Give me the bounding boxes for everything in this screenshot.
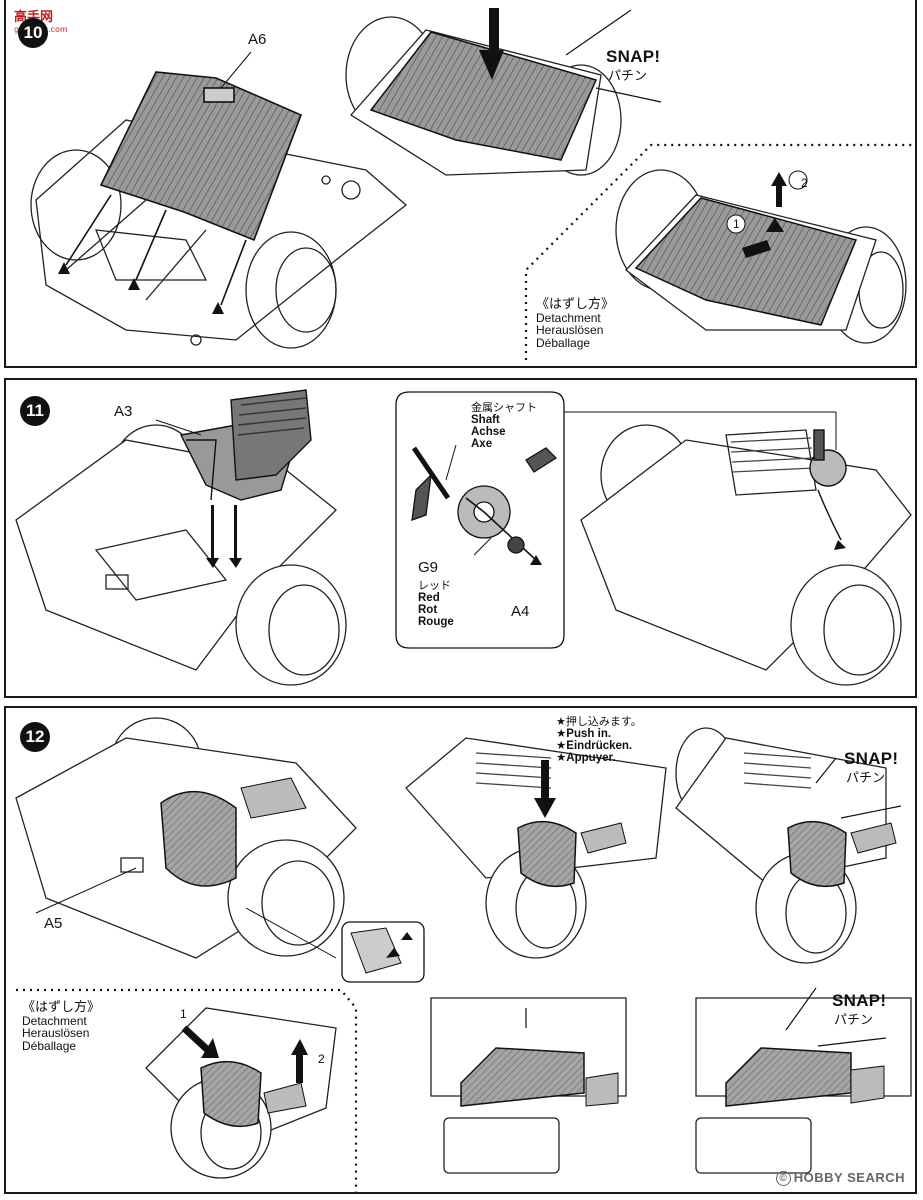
step-number: 10 (18, 18, 48, 48)
detach-jp: 《はずし方》 (536, 297, 615, 312)
snap-label-jp: パチン (608, 69, 648, 84)
push-in-note: ★押し込みます。 ★Push in. ★Eindrücken. ★Appuyer… (556, 716, 642, 764)
part-label-a3: A3 (114, 403, 133, 420)
detach-jp: 《はずし方》 (22, 1000, 101, 1015)
push-de: ★Eindrücken. (556, 739, 633, 752)
detach-step-1-label: 1 (733, 217, 740, 231)
push-en: ★Push in. (556, 727, 612, 740)
gear-color-de: Rot (418, 603, 438, 616)
part-label-a4: A4 (511, 603, 530, 620)
copyright-icon: © (775, 1171, 791, 1186)
detach-en: Detachment (536, 310, 601, 325)
detach-fr: Déballage (536, 335, 591, 350)
step-11-panel: 11 A3 金属シャフト Shaft Achse Axe G9 レッド Red … (4, 378, 917, 698)
step-12-illustration (15, 717, 912, 1192)
gear-color-jp: レッド (418, 579, 451, 592)
shaft-en: Shaft (471, 413, 500, 426)
step-12-panel: 12 A5 ★押し込みます。 ★Push in. ★Eindrücken. ★A… (4, 706, 917, 1194)
step-number: 12 (20, 722, 50, 752)
detach-step-2-label: 2 (318, 1052, 325, 1066)
detach-step-1-label: 1 (180, 1007, 187, 1021)
shaft-label: 金属シャフト Shaft Achse Axe (471, 402, 537, 450)
detach-en: Detachment (22, 1013, 87, 1028)
gear-color-label: レッド Red Rot Rouge (418, 580, 454, 628)
snap-label-bottom-jp: パチン (834, 1013, 874, 1028)
watermark-text: HOBBY SEARCH (793, 1170, 905, 1185)
snap-label: SNAP! (606, 47, 661, 66)
push-jp: ★押し込みます。 (556, 715, 642, 728)
step-11-illustration (15, 389, 912, 686)
detach-step-2-label: 2 (801, 176, 808, 190)
detach-de: Herauslösen (536, 323, 604, 338)
snap-label-top: SNAP! (844, 749, 899, 768)
gear-color-fr: Rouge (418, 615, 454, 628)
shaft-fr: Axe (471, 437, 493, 450)
part-label-a6: A6 (248, 31, 267, 48)
snap-label-bottom: SNAP! (832, 991, 887, 1010)
step-number: 11 (20, 396, 50, 426)
shaft-jp: 金属シャフト (471, 401, 537, 414)
hobby-search-watermark: ©HOBBY SEARCH (775, 1170, 905, 1186)
detach-caption: 《はずし方》 Detachment Herauslösen Déballage (22, 1001, 100, 1052)
part-label-g9: G9 (418, 559, 439, 576)
part-label-a5: A5 (44, 915, 63, 932)
push-fr: ★Appuyer. (556, 751, 616, 764)
gear-color-en: Red (418, 591, 440, 604)
detach-caption: 《はずし方》 Detachment Herauslösen Déballage (536, 298, 614, 349)
snap-label-top-jp: パチン (846, 771, 886, 786)
detach-fr: Déballage (22, 1038, 77, 1053)
detach-de: Herauslösen (22, 1026, 90, 1041)
step-10-illustration (30, 8, 915, 360)
shaft-de: Achse (471, 425, 506, 438)
step-10-panel: 高手网 gaoshou.com 10 A6 SNAP! パチン 2 1 《はずし… (4, 0, 917, 368)
